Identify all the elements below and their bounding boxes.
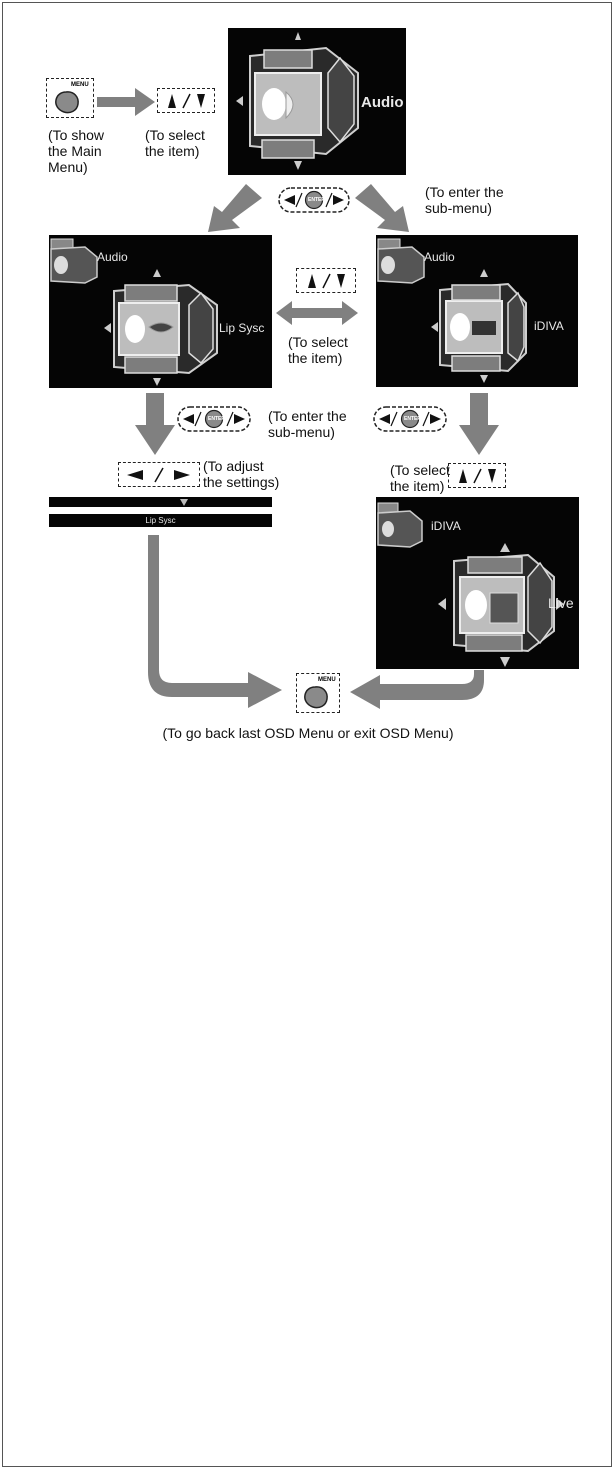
- arrow-down-left: [208, 184, 262, 232]
- osd-bar-screen: Lip Sysc: [49, 497, 272, 527]
- bar-screen-label: Lip Sysc: [49, 516, 272, 525]
- slider-pointer-icon: [180, 499, 188, 506]
- up-down-arrow-icon: [162, 92, 210, 110]
- menu-button-label: MENU: [71, 82, 89, 88]
- left-triangle-icon: [236, 96, 243, 106]
- osd-screen-left: Audio Lip Sysc: [49, 235, 272, 388]
- up-down-button-right[interactable]: [448, 463, 506, 488]
- bottom-screen-label: Live: [548, 595, 574, 611]
- left-enter-right-button-top[interactable]: ENTER: [278, 187, 350, 213]
- up-triangle-icon: [295, 32, 301, 40]
- arrow-down-left-column: [135, 393, 175, 455]
- right-screen-title: Audio: [424, 250, 455, 264]
- label-enter-submenu-top: (To enter the sub-menu): [425, 184, 504, 216]
- left-screen-label: Lip Sysc: [219, 321, 264, 335]
- osd-screen-main: Audio: [228, 28, 406, 175]
- up-down-arrow-icon-middle: [302, 272, 350, 290]
- left-enter-right-button-right[interactable]: ENTER: [373, 406, 447, 432]
- enter-label-left: ENTER: [208, 416, 225, 422]
- menu-button-icon-bottom: [302, 685, 330, 711]
- left-screen-title: Audio: [97, 250, 128, 264]
- up-down-arrow-icon-right: [453, 467, 501, 485]
- up-down-button-top[interactable]: [157, 88, 215, 113]
- arrow-down-right-column: [459, 393, 499, 455]
- arrow-return-right: [350, 670, 484, 709]
- arrow-down-right: [355, 184, 409, 232]
- label-adjust-settings: (To adjust the settings): [203, 458, 279, 490]
- enter-label-top: ENTER: [308, 197, 325, 203]
- label-select-item-right: (To select the item): [390, 462, 450, 494]
- enter-label-right: ENTER: [404, 416, 421, 422]
- label-select-item-middle: (To select the item): [288, 334, 348, 366]
- menu-button[interactable]: MENU: [46, 78, 94, 118]
- left-right-arrow-icon: [123, 466, 195, 484]
- cube-menu-icon-left: [49, 235, 272, 388]
- bottom-caption: (To go back last OSD Menu or exit OSD Me…: [0, 725, 616, 741]
- menu-button-bottom[interactable]: MENU: [296, 673, 340, 713]
- arrow-right-top: [97, 88, 155, 116]
- label-enter-submenu-middle: (To enter the sub-menu): [268, 408, 347, 440]
- bottom-screen-title: iDIVA: [431, 519, 461, 533]
- main-screen-label: Audio: [361, 94, 404, 111]
- cube-menu-icon-bottom: [376, 497, 579, 669]
- label-select-item-top: (To select the item): [145, 127, 205, 159]
- down-triangle-icon: [294, 161, 302, 170]
- arrow-double-horizontal: [276, 301, 358, 325]
- left-enter-right-button-left[interactable]: ENTER: [177, 406, 251, 432]
- osd-screen-bottom: iDIVA Live: [376, 497, 579, 669]
- label-show-main-menu: (To show the Main Menu): [48, 127, 104, 175]
- menu-button-bottom-label: MENU: [318, 677, 336, 683]
- left-right-button[interactable]: [118, 462, 200, 487]
- menu-button-icon: [53, 90, 81, 116]
- arrow-return-left: [148, 535, 282, 708]
- up-down-button-middle[interactable]: [296, 268, 356, 293]
- cube-menu-icon-right: [376, 235, 578, 387]
- osd-screen-right: Audio iDIVA: [376, 235, 578, 387]
- right-screen-label: iDIVA: [534, 319, 564, 333]
- setting-slider-track[interactable]: [49, 507, 272, 514]
